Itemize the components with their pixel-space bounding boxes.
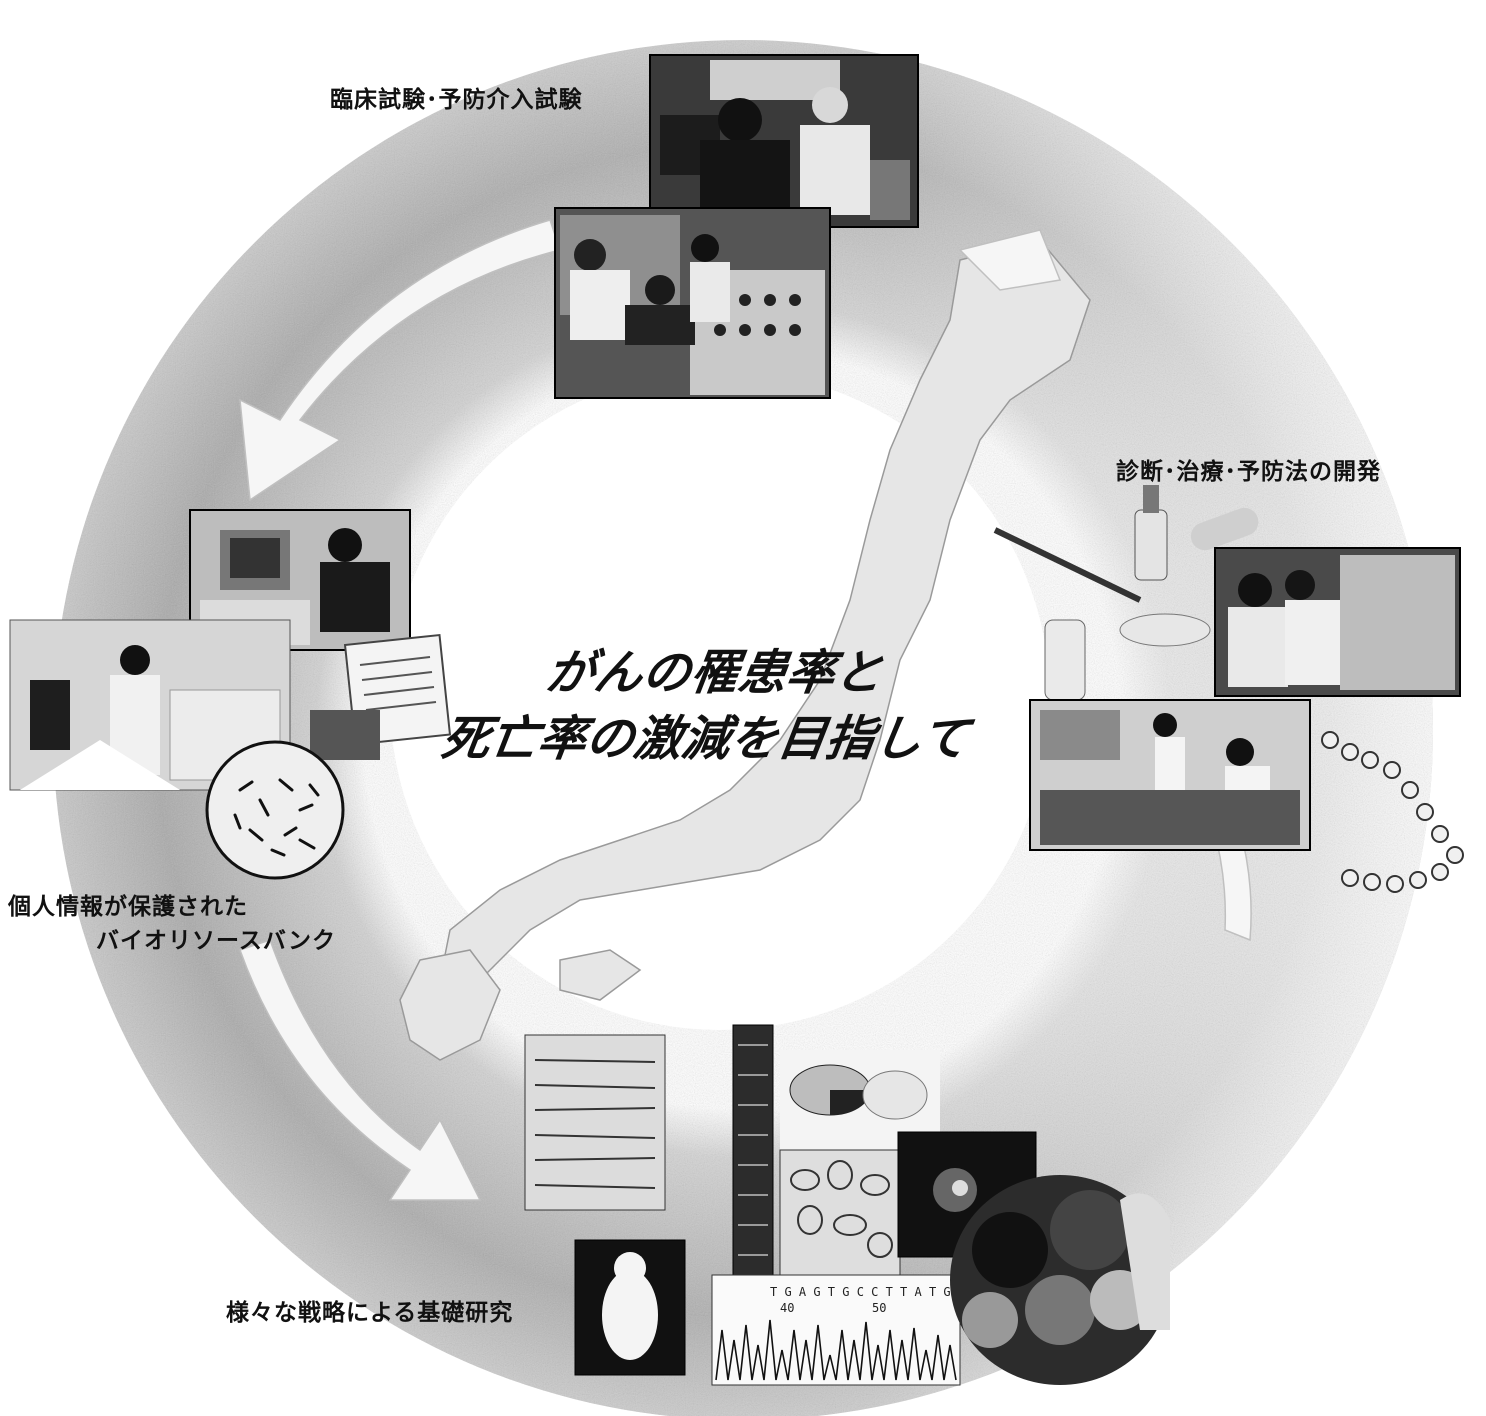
sequence-number-1: 40 bbox=[780, 1301, 794, 1315]
label-biobank-line1: 個人情報が保護された bbox=[8, 894, 248, 920]
photo-chromosomes bbox=[205, 740, 345, 880]
center-title-line2: 死亡率の激減を目指して bbox=[438, 711, 973, 767]
arrow-top-left bbox=[239, 219, 561, 502]
ring-background bbox=[53, 40, 1433, 1416]
label-biobank-line2: バイオリソースバンク bbox=[96, 928, 336, 954]
label-clinical-trials: 臨床試験･予防介入試験 bbox=[330, 87, 583, 113]
photo-gel bbox=[524, 1034, 666, 1211]
photo-clinical-lab bbox=[554, 207, 831, 399]
sequence-number-2: 50 bbox=[872, 1301, 886, 1315]
photo-mouse bbox=[574, 1239, 686, 1376]
photo-documents bbox=[310, 633, 452, 760]
japan-map bbox=[399, 239, 1091, 1061]
arrow-top-right bbox=[958, 229, 1062, 291]
label-biobank: 個人情報が保護された バイオリソースバンク bbox=[8, 890, 336, 958]
arrow-bottom-left bbox=[239, 939, 482, 1201]
label-diagnosis-development: 診断･治療･予防法の開発 bbox=[1116, 459, 1381, 485]
center-title: がんの罹患率と 死亡率の激減を目指して bbox=[421, 640, 1000, 772]
label-basic-research: 様々な戦略による基礎研究 bbox=[226, 1300, 514, 1326]
photo-lab-hood bbox=[1214, 547, 1461, 697]
chromatogram-line bbox=[715, 1319, 957, 1381]
photo-clinical-consultation bbox=[649, 54, 919, 228]
photo-vegetables bbox=[950, 1175, 1170, 1385]
photo-medicine-items bbox=[993, 485, 1259, 701]
photo-tissue-section bbox=[779, 1149, 901, 1281]
photo-lab-room bbox=[1029, 699, 1311, 851]
dna-bead-chain bbox=[1321, 731, 1464, 893]
cycle-arrows bbox=[239, 219, 1252, 1201]
photo-sequence-strip bbox=[732, 1024, 774, 1276]
center-title-line1: がんの罹患率と bbox=[542, 645, 887, 701]
